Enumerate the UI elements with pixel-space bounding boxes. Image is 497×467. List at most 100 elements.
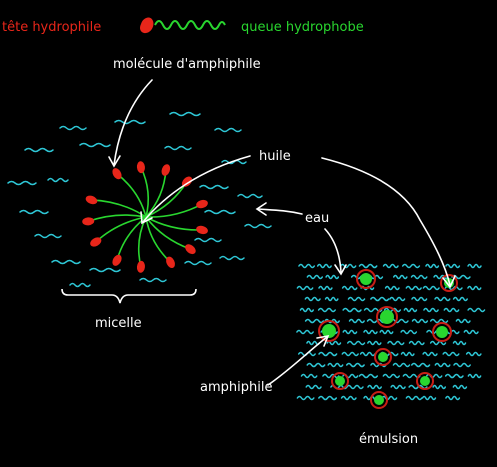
water-wave [442, 351, 460, 357]
emulsion-droplet-ring [376, 306, 398, 328]
micelle-head [90, 237, 102, 247]
water-wave [199, 184, 229, 190]
water-wave [392, 274, 408, 280]
arrow-amphiphile-head [316, 334, 330, 347]
micelle-tail [145, 169, 167, 218]
water-wave [384, 285, 400, 291]
water-wave [244, 223, 272, 229]
water-wave [89, 267, 121, 273]
legend-head-label: tête hydrophile [2, 20, 101, 35]
label-water: eau [305, 211, 329, 226]
micelle-head [82, 217, 95, 226]
micelle-tail [145, 216, 172, 263]
water-wave [304, 296, 321, 302]
water-wave [51, 259, 81, 265]
water-wave [79, 142, 111, 148]
water-wave [221, 159, 247, 165]
legend-head-symbol [140, 17, 154, 34]
water-wave [390, 384, 406, 390]
arrows [108, 79, 456, 386]
water-wave [367, 384, 382, 390]
micelle-tail [145, 216, 191, 250]
micelle-head [136, 161, 145, 174]
water-wave [341, 285, 358, 291]
water-wave [204, 209, 236, 215]
water-wave [34, 233, 62, 239]
water-wave [114, 119, 146, 125]
water-wave [347, 296, 366, 302]
water-wave [389, 318, 409, 324]
arrow-amphiphile [267, 336, 328, 386]
water-wave [443, 307, 460, 313]
arrow-water-down-head [334, 264, 347, 276]
micelle-head [136, 260, 145, 273]
water-wave [47, 177, 69, 183]
arrow-oil-micelle [142, 155, 251, 223]
water-wave [358, 263, 378, 269]
emulsion-droplet-ring [416, 372, 434, 390]
micelle-head [196, 225, 208, 235]
micelle-head [161, 164, 171, 176]
water-wave [389, 296, 406, 302]
water-wave [452, 340, 467, 346]
emulsion-droplet-core [360, 273, 372, 285]
water-wave [434, 296, 451, 302]
water-wave [433, 274, 449, 280]
water-wave [300, 373, 318, 379]
arrow-molecule [113, 79, 153, 166]
arrow-oil-emulsion-head [442, 275, 456, 289]
emulsion-droplet-ring [331, 372, 349, 390]
water-wave [432, 384, 447, 390]
emulsion-droplet-core [322, 324, 336, 338]
water-wave [382, 373, 400, 379]
emulsion-droplet-core [374, 395, 384, 405]
micelle-tail [145, 216, 203, 231]
water-wave [318, 285, 333, 291]
water-wave [325, 274, 340, 280]
water-wave [383, 307, 402, 313]
arrow-oil-micelle-head [140, 211, 153, 225]
water-wave [322, 373, 340, 379]
water-wave [370, 362, 387, 368]
micelle-head [85, 195, 98, 205]
emulsion-droplet-ring [370, 391, 388, 409]
water-wave [340, 395, 357, 401]
water-wave [445, 263, 461, 269]
arrow-oil-emulsion [321, 157, 451, 286]
water-wave [296, 285, 314, 291]
water-wave [296, 329, 314, 335]
water-wave [422, 285, 440, 291]
water-wave [430, 318, 449, 324]
water-wave [463, 329, 479, 335]
emulsion-droplet-core [436, 326, 448, 338]
water-wave [452, 384, 468, 390]
micelle-tail [137, 216, 147, 267]
legend: tête hydrophile queue hydrophobe [2, 17, 364, 35]
emulsion-droplet-ring [374, 348, 392, 366]
water-wave [382, 263, 399, 269]
water-wave [327, 362, 344, 368]
emulsion-droplet-core [378, 352, 388, 362]
water-wave [411, 318, 429, 324]
water-wave [410, 274, 428, 280]
water-wave [444, 373, 464, 379]
water-wave [387, 340, 405, 346]
water-wave [305, 384, 322, 390]
water-wave [347, 340, 366, 346]
water-wave [405, 395, 423, 401]
water-wave [392, 362, 411, 368]
water-wave [139, 277, 167, 283]
micelle-brace [61, 288, 197, 304]
emulsion-droplet-core [380, 310, 394, 324]
label-emulsion: émulsion [359, 432, 418, 447]
legend-tail-label: queue hydrophobe [241, 20, 364, 35]
micelle-head [185, 244, 196, 255]
water-wave [405, 285, 422, 291]
water-wave [411, 362, 431, 368]
water-wave [324, 296, 339, 302]
emulsion-droplet-core [335, 376, 345, 386]
water-wave [296, 395, 315, 401]
water-wave [366, 318, 387, 324]
